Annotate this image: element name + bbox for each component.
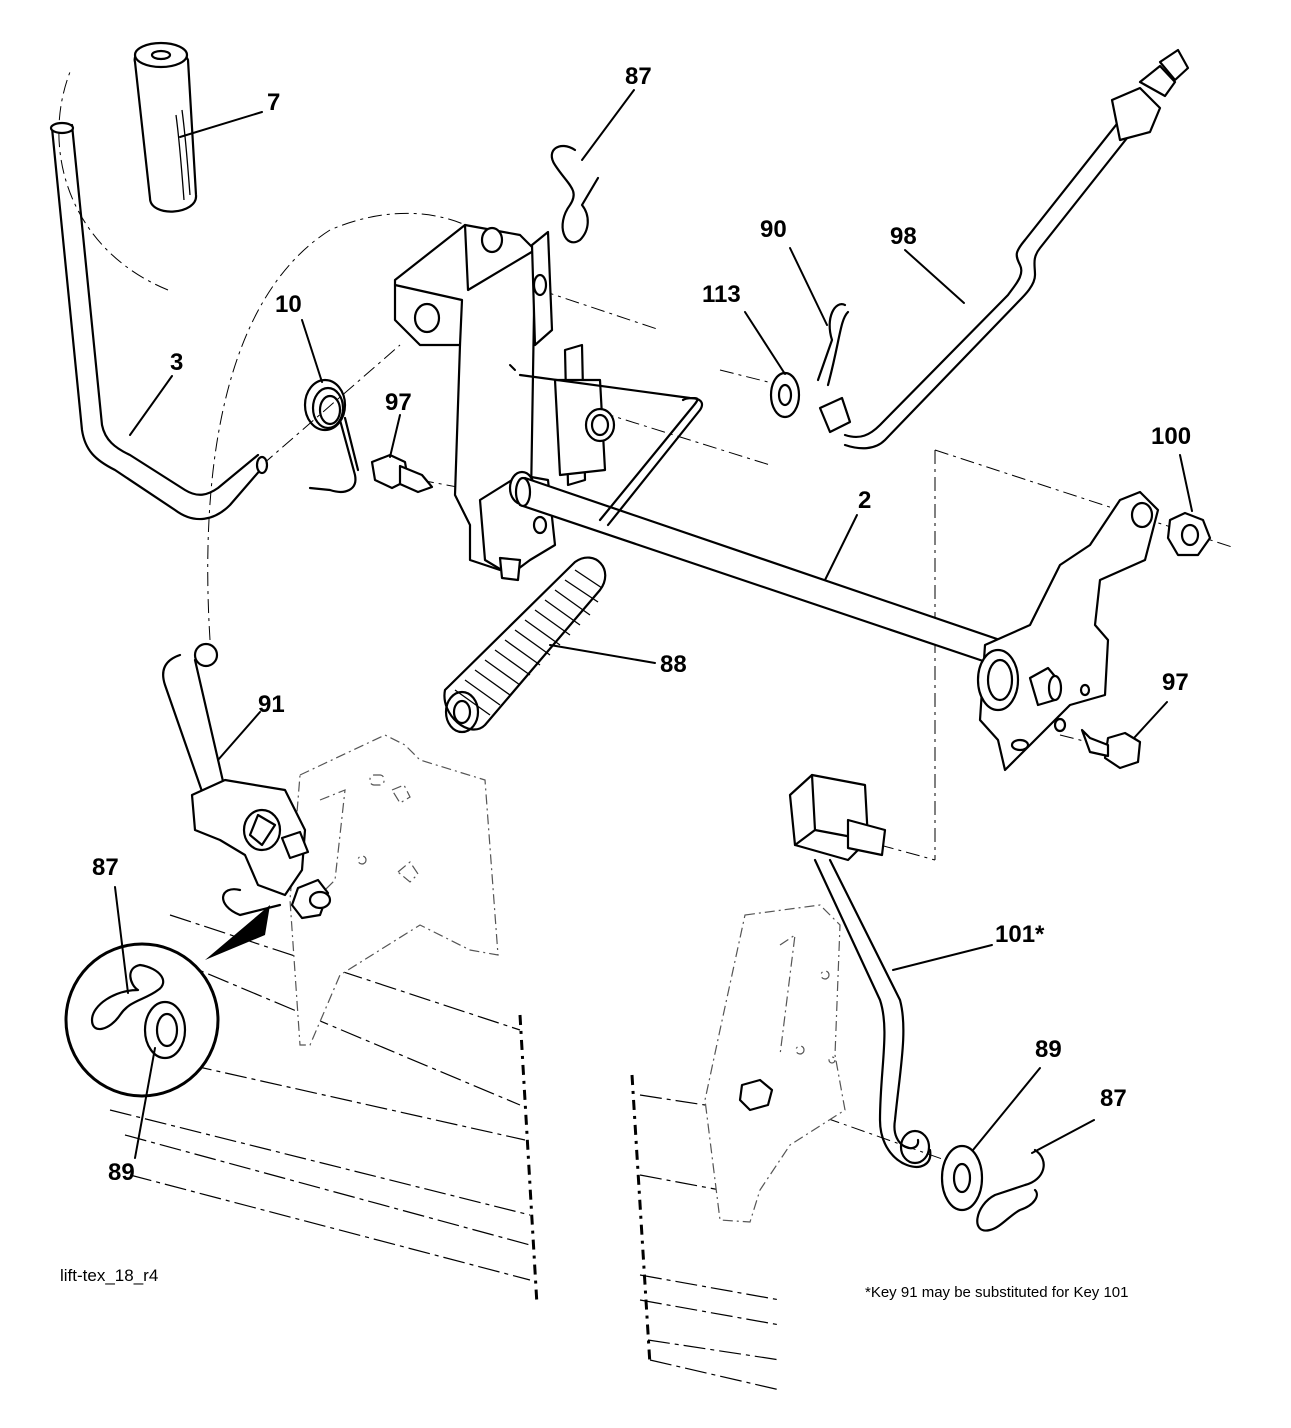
lift-link-alt-part xyxy=(788,773,932,1168)
leader-lines xyxy=(114,89,1193,1159)
callout-labels: 7 87 90 98 113 10 3 97 100 2 88 91 97 87… xyxy=(92,63,1191,1186)
footnote: *Key 91 may be substituted for Key 101 xyxy=(865,1284,1129,1301)
callout-89-inset: 89 xyxy=(108,1159,135,1186)
callout-3: 3 xyxy=(170,349,183,376)
hex-nut-part xyxy=(1166,511,1212,557)
callout-101: 101* xyxy=(995,921,1045,948)
callout-97-upper: 97 xyxy=(385,389,412,416)
callout-87-lower: 87 xyxy=(1100,1085,1127,1112)
torsion-spring-part xyxy=(303,378,360,493)
left-deck-bracket xyxy=(289,734,499,1046)
callout-91: 91 xyxy=(258,691,285,718)
lift-handle-rod-part xyxy=(49,121,269,521)
callout-100: 100 xyxy=(1151,423,1191,450)
shoulder-bolt-part-upper xyxy=(370,453,434,494)
flat-washer-part-lower xyxy=(940,1144,984,1212)
callout-88: 88 xyxy=(660,651,687,678)
extension-spring-part xyxy=(443,556,607,734)
callout-113: 113 xyxy=(702,281,741,308)
adjustment-rod-part xyxy=(818,48,1190,450)
callout-7: 7 xyxy=(267,89,280,116)
callout-87-top: 87 xyxy=(625,63,652,90)
lift-link-part xyxy=(162,642,332,920)
detail-inset-clip-washer xyxy=(64,905,270,1098)
handle-grip-part xyxy=(133,41,198,213)
drawing-id: lift-tex_18_r4 xyxy=(60,1266,158,1285)
callout-10: 10 xyxy=(275,291,302,318)
callout-90: 90 xyxy=(760,216,787,243)
callout-89-lower: 89 xyxy=(1035,1036,1062,1063)
hairpin-clip-part-lower xyxy=(976,1148,1045,1232)
right-deck-bracket xyxy=(704,904,846,1223)
flat-washer-part xyxy=(769,371,801,419)
lift-arm-bracket xyxy=(976,490,1160,772)
callout-87-inset: 87 xyxy=(92,854,119,881)
callout-97-lower: 97 xyxy=(1162,669,1189,696)
callout-98: 98 xyxy=(890,223,917,250)
shoulder-bolt-part-lower xyxy=(1080,728,1142,770)
cotter-pin-part xyxy=(816,303,850,387)
callout-2: 2 xyxy=(858,487,871,514)
hairpin-clip-part-top xyxy=(550,144,600,244)
mower-deck-outline xyxy=(109,914,781,1391)
